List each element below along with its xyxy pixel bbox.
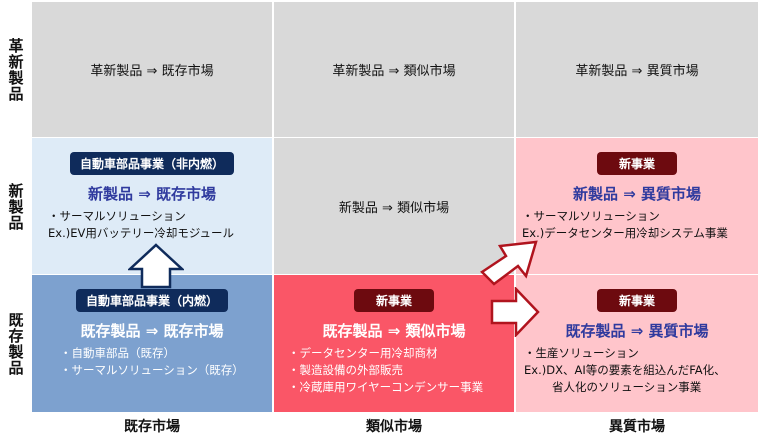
label-char: 存 bbox=[8, 326, 24, 345]
bullet-item: ・サーマルソリューション bbox=[48, 209, 186, 223]
column-label-similar-market: 類似市場 bbox=[366, 418, 422, 435]
cell-text: 革新製品 ⇒ 既存市場 bbox=[90, 64, 214, 79]
label-char: 製 bbox=[8, 197, 24, 216]
cell-text: 新製品 ⇒ 類似市場 bbox=[338, 200, 450, 216]
bullet-item: ・データセンター用冷却商材 bbox=[288, 346, 438, 360]
cell-innovative-similar: 革新製品 ⇒ 類似市場 bbox=[274, 2, 514, 137]
row-label-new-products: 新 製 品 bbox=[0, 138, 32, 275]
new-business-badge: 新事業 bbox=[353, 289, 434, 312]
new-business-badge: 新事業 bbox=[596, 289, 677, 312]
bullet-item: ・サーマルソリューション bbox=[522, 209, 660, 223]
cell-title: 既存製品 ⇒ 異質市場 bbox=[565, 322, 709, 340]
bullet-list: ・生産ソリューション Ex.)DX、AI等の要素を組込んだFA化、 省人化のソリ… bbox=[524, 345, 726, 396]
bullet-list: ・自動車部品（既存） ・サーマルソリューション（既存） bbox=[60, 345, 244, 379]
label-char: 既 bbox=[8, 310, 24, 329]
cell-title: 既存製品 ⇒ 類似市場 bbox=[322, 322, 466, 340]
bullet-item: ・自動車部品（既存） bbox=[60, 346, 175, 360]
cell-existing-different: 新事業 既存製品 ⇒ 異質市場 ・生産ソリューション Ex.)DX、AI等の要素… bbox=[516, 275, 758, 412]
bullet-list: ・サーマルソリューション Ex.)EV用バッテリー冷却モジュール bbox=[48, 208, 234, 242]
label-char: 品 bbox=[8, 358, 24, 377]
bullet-item: Ex.)DX、AI等の要素を組込んだFA化、 bbox=[524, 363, 726, 377]
bullet-list: ・サーマルソリューション Ex.)データセンター用冷却システム事業 bbox=[522, 208, 728, 242]
diagonal-arrow-icon bbox=[480, 240, 538, 286]
cell-title: 新製品 ⇒ 既存市場 bbox=[87, 185, 216, 203]
bullet-item: ・製造設備の外部販売 bbox=[288, 363, 403, 377]
row-label-innovative-products: 革 新 製 品 bbox=[0, 2, 32, 138]
cell-text: 革新製品 ⇒ 異質市場 bbox=[575, 64, 699, 79]
cell-existing-existing: 自動車部品事業（内燃） 既存製品 ⇒ 既存市場 ・自動車部品（既存） ・サーマル… bbox=[32, 275, 272, 412]
bullet-item: ・サーマルソリューション（既存） bbox=[60, 363, 244, 377]
column-label-existing-market: 既存市場 bbox=[124, 418, 180, 435]
bullet-item: ・生産ソリューション bbox=[524, 346, 639, 360]
cell-new-similar: 新製品 ⇒ 類似市場 bbox=[274, 138, 514, 274]
business-badge: 自動車部品事業（内燃） bbox=[75, 289, 228, 312]
label-char: 革 bbox=[8, 37, 24, 55]
cell-new-different: 新事業 新製品 ⇒ 異質市場 ・サーマルソリューション Ex.)データセンター用… bbox=[516, 138, 758, 274]
label-char: 新 bbox=[8, 53, 24, 71]
label-char: 品 bbox=[8, 213, 24, 232]
bullet-list: ・データセンター用冷却商材 ・製造設備の外部販売 ・冷蔵庫用ワイヤーコンデンサー… bbox=[288, 345, 483, 396]
row-label-existing-products: 既 存 製 品 bbox=[0, 275, 32, 412]
label-char: 品 bbox=[8, 85, 24, 103]
cell-innovative-existing: 革新製品 ⇒ 既存市場 bbox=[32, 2, 272, 137]
bullet-item: Ex.)データセンター用冷却システム事業 bbox=[522, 226, 728, 240]
new-business-badge: 新事業 bbox=[596, 152, 677, 175]
bullet-item: Ex.)EV用バッテリー冷却モジュール bbox=[48, 226, 235, 240]
label-char: 製 bbox=[8, 69, 24, 87]
cell-text: 革新製品 ⇒ 類似市場 bbox=[332, 64, 456, 79]
up-arrow-icon bbox=[128, 243, 184, 289]
bullet-item: ・冷蔵庫用ワイヤーコンデンサー事業 bbox=[288, 380, 484, 394]
cell-innovative-different: 革新製品 ⇒ 異質市場 bbox=[516, 2, 758, 137]
column-label-different-market: 異質市場 bbox=[609, 418, 665, 435]
label-char: 製 bbox=[8, 342, 24, 361]
right-arrow-icon bbox=[490, 287, 540, 337]
business-badge: 自動車部品事業（非内燃） bbox=[69, 152, 234, 175]
label-char: 新 bbox=[8, 181, 24, 200]
cell-title: 既存製品 ⇒ 既存市場 bbox=[80, 322, 224, 340]
bullet-item: 省人化のソリューション事業 bbox=[552, 380, 702, 394]
cell-title: 新製品 ⇒ 異質市場 bbox=[572, 185, 701, 203]
cell-existing-similar: 新事業 既存製品 ⇒ 類似市場 ・データセンター用冷却商材 ・製造設備の外部販売… bbox=[274, 275, 514, 412]
